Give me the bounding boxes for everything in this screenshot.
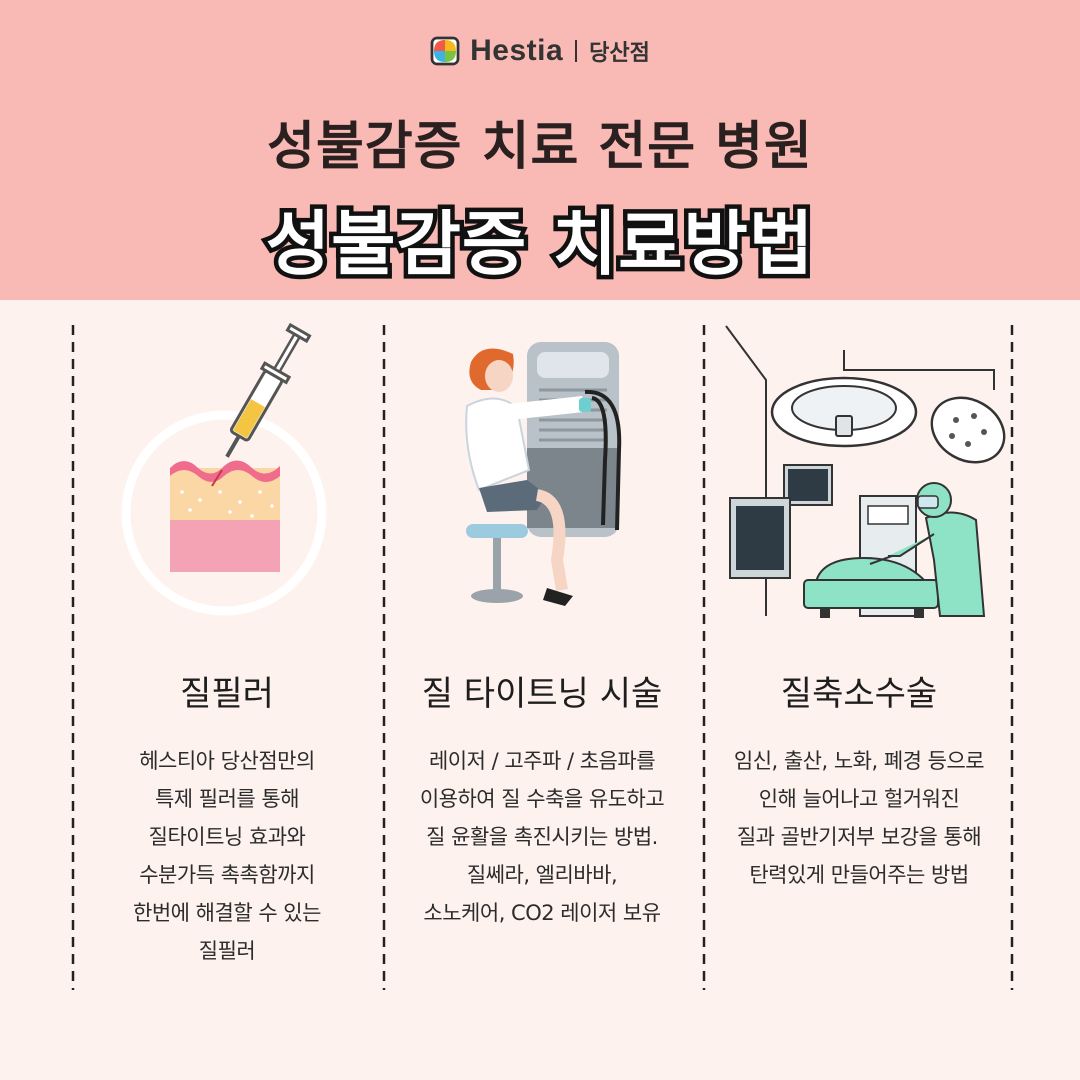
header-banner: Hestia 당산점 성불감증 치료 전문 병원 성불감증 치료방법 [0,0,1080,300]
subtitle: 성불감증 치료 전문 병원 [267,117,813,177]
description-line: 이용하여 질 수축을 유도하고 [419,787,665,811]
description-line: 인해 늘어나고 헐거워진 [758,787,960,811]
description-line: 질필러 [198,939,256,963]
description-line: 질 윤활을 촉진시키는 방법. [426,825,658,849]
brand: Hestia 당산점 [0,34,1080,68]
description-line: 헤스티아 당산점만의 [139,749,315,773]
description-line: 탄력있게 만들어주는 방법 [749,863,969,887]
treatment-title: 질필러 [180,674,274,714]
treatment-description: 레이저 / 고주파 / 초음파를 이용하여 질 수축을 유도하고 질 윤활을 촉… [387,742,697,932]
description-line: 임신, 출산, 노화, 폐경 등으로 [733,749,985,773]
doctor-laser-machine-icon [465,342,622,606]
description-line: 질타이트닝 효과와 [148,825,306,849]
column-divider [382,325,386,990]
column-divider [71,325,75,990]
brand-branch: 당산점 [589,41,650,66]
treatment-description: 헤스티아 당산점만의 특제 필러를 통해 질타이트닝 효과와 수분가득 촉촉함까… [72,742,382,970]
treatment-description: 임신, 출산, 노화, 폐경 등으로 인해 늘어나고 헐거워진 질과 골반기저부… [704,742,1014,894]
description-line: 소노케어, CO2 레이저 보유 [423,901,661,925]
hestia-logo-icon [430,36,460,66]
description-line: 수분가득 촉촉함까지 [139,863,315,887]
column-divider [1010,325,1014,990]
treatment-title: 질축소수술 [780,674,938,714]
surgery-room-icon [725,325,1006,618]
brand-name: Hestia [470,34,564,67]
description-line: 질쎄라, 엘리바바, [466,863,618,887]
main-title: 성불감증 치료방법 [261,199,818,290]
brand-separator [575,40,578,62]
description-line: 특제 필러를 통해 [154,787,300,811]
column-divider [702,325,706,990]
description-line: 레이저 / 고주파 / 초음파를 [428,749,656,773]
description-line: 질과 골반기저부 보강을 통해 [736,825,982,849]
syringe-skin-icon [121,322,327,616]
description-line: 한번에 해결할 수 있는 [133,901,321,925]
treatment-title: 질 타이트닝 시술 [421,674,663,714]
